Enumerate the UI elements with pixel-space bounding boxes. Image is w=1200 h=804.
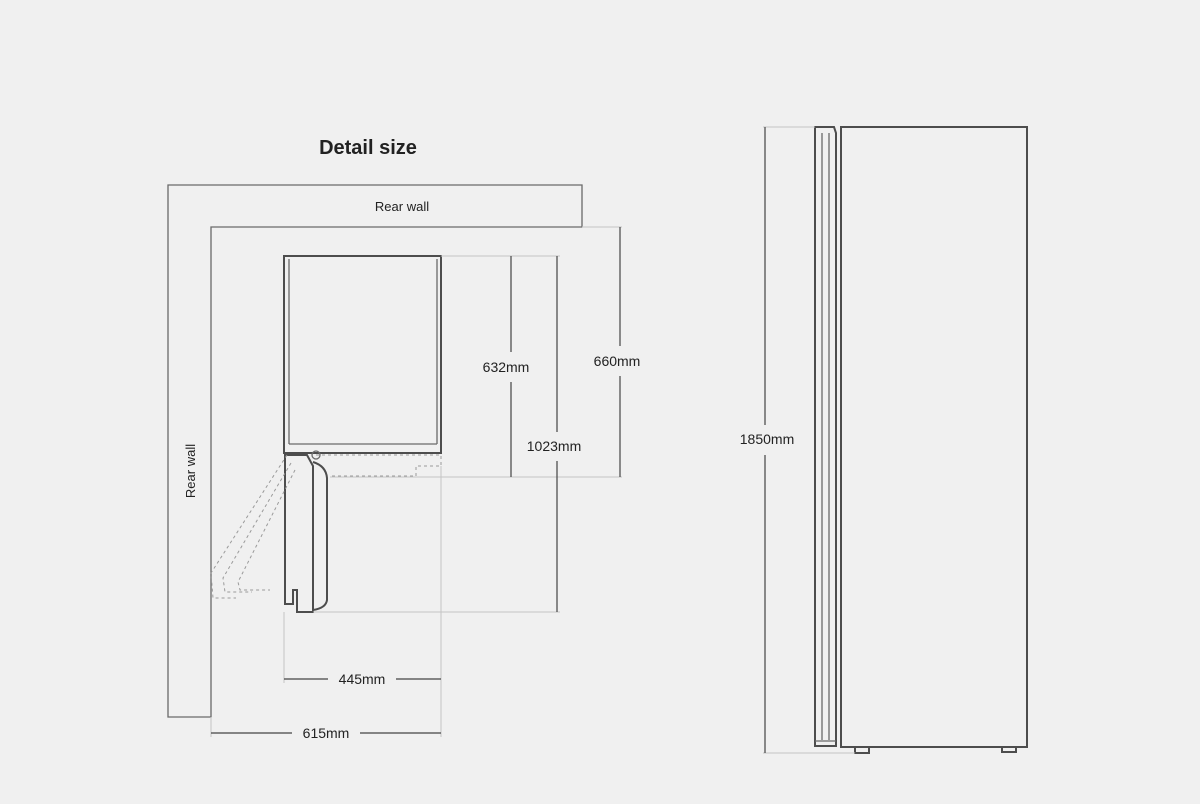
door-swing-outline (210, 454, 442, 599)
dimension-615-label: 615mm (303, 725, 350, 741)
dimension-445: 445mm (284, 671, 441, 687)
extension-lines (210, 226, 622, 737)
dimension-445-label: 445mm (339, 671, 386, 687)
dimension-615: 615mm (211, 725, 441, 741)
dimension-1023: 1023mm (527, 256, 581, 612)
diagram-title: Detail size (319, 137, 417, 159)
rear-wall-top-label: Rear wall (375, 199, 429, 214)
dimension-632: 632mm (483, 256, 530, 477)
rear-wall-side-label: Rear wall (183, 444, 198, 498)
fridge-door (284, 450, 328, 613)
fridge-side-view (814, 126, 1028, 754)
dimension-1850-label: 1850mm (740, 431, 794, 447)
dimension-1850: 1850mm (740, 127, 794, 753)
dimension-632-label: 632mm (483, 359, 530, 375)
dimension-1023-label: 1023mm (527, 438, 581, 454)
dimension-660: 660mm (594, 227, 641, 477)
wall-outline (167, 184, 583, 718)
fridge-top-view (283, 255, 442, 454)
height-extension-lines (763, 126, 855, 754)
dimension-660-label: 660mm (594, 353, 641, 369)
